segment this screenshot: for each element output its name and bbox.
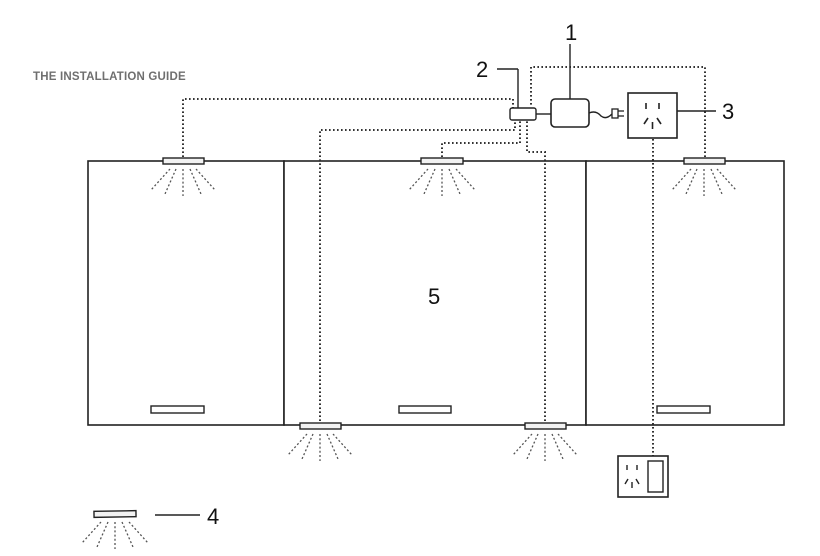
callout-3-socket: 3 <box>722 99 734 124</box>
distribution-box-icon <box>509 107 551 121</box>
wiring <box>182 66 706 456</box>
lamp-bottom-left <box>287 422 353 461</box>
plug-icon <box>588 108 624 119</box>
callout-2-switch: 2 <box>476 57 488 82</box>
right-cabinet-handle <box>656 405 711 414</box>
cabinet-row <box>87 160 785 426</box>
callout-leaders <box>155 44 716 516</box>
wall-socket-icon <box>627 92 678 139</box>
left-cabinet <box>87 160 285 426</box>
lamp-top-middle <box>408 157 476 196</box>
lamp-top-left <box>150 157 216 196</box>
wire-top-middle-lamp <box>441 121 521 161</box>
callout-4-lamp: 4 <box>207 504 219 529</box>
lamp-top-right <box>671 157 737 196</box>
wire-bottom-right-lamp <box>526 121 546 425</box>
middle-cabinet-handle <box>398 405 452 414</box>
wire-left-lamp <box>182 98 514 161</box>
power-adapter-icon <box>550 98 590 128</box>
led-puck-light-icon <box>81 509 149 549</box>
right-cabinet <box>585 160 785 426</box>
wire-right-lamp <box>530 66 706 161</box>
wire-bottom-left-lamp <box>319 121 516 425</box>
callout-1-adapter: 1 <box>565 20 577 45</box>
middle-cabinet <box>283 160 587 426</box>
callout-5-cabinet: 5 <box>428 284 440 309</box>
installation-guide-title: THE INSTALLATION GUIDE <box>33 71 186 83</box>
wall-switch-socket-icon <box>617 455 669 498</box>
lamp-bottom-right <box>512 422 578 461</box>
left-cabinet-handle <box>150 405 205 414</box>
